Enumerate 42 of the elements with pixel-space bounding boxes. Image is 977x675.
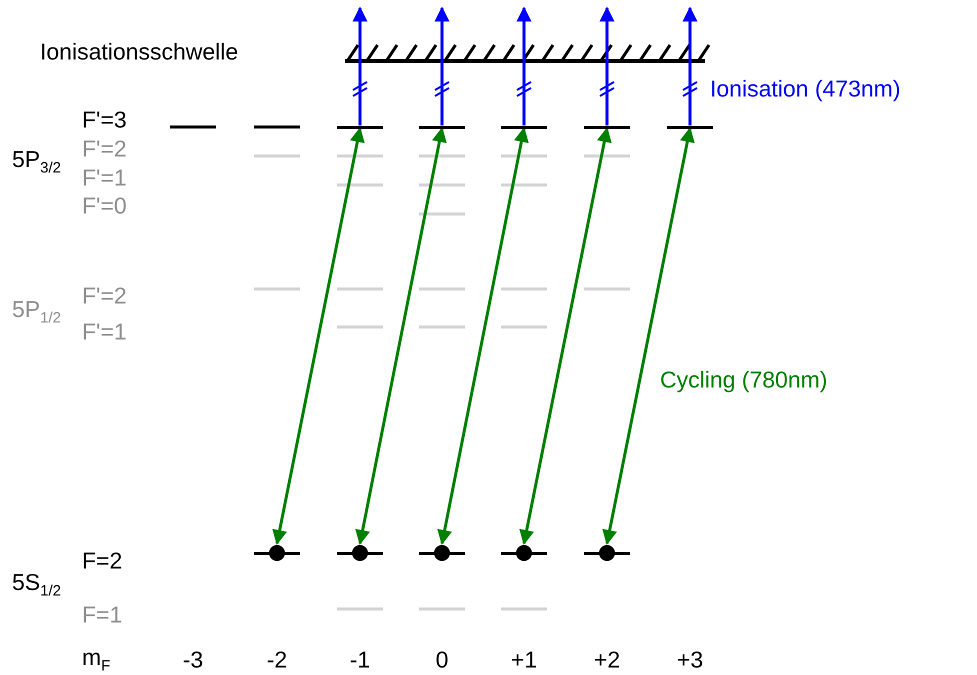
arrow [516,6,532,126]
term-label: 5P$_{3/2}$ [12,146,61,178]
transition-label: Ionisation (473nm) [710,76,900,102]
energy-level-line [419,552,465,554]
tick-label: +2 [594,647,620,673]
energy-level-line [584,552,630,554]
term-label: 5S$_{1/2}$ [12,570,61,600]
level-label: F'=2 [82,136,127,162]
energy-level-line [254,552,300,554]
tick-label: +1 [510,647,538,673]
transition-label: Cycling (780nm) [660,367,828,393]
energy-level-line [337,552,383,554]
level-label: F'=1 [82,319,127,345]
level-label: F=2 [82,548,122,574]
arrow [272,127,365,545]
energy-level-line [501,552,547,554]
tick-label: -2 [266,647,288,673]
arrow [352,6,368,126]
tick-label: -1 [350,647,370,673]
level-label: F'=0 [82,193,127,219]
arrow [437,127,529,545]
tick-label: -3 [182,647,204,673]
arrow [519,127,612,545]
level-label: F'=2 [82,283,127,309]
level-label: F=1 [82,602,122,628]
energy-level-line [501,126,547,128]
term-label: 5P$_{1/2}$ [12,296,61,328]
axis-label: m$_{F}$ [82,644,110,675]
level-label: F'=1 [82,165,127,191]
energy-level-line [419,126,465,128]
energy-level-line [584,126,630,128]
threshold-label: Ionisationsschwelle [40,39,238,65]
level-label: F'=3 [82,107,127,133]
arrow [355,127,447,545]
arrow [602,127,695,545]
tick-label: 0 [436,647,448,673]
energy-level-line [667,126,713,128]
arrow [682,6,698,126]
energy-level-line [337,126,383,128]
arrow [434,6,450,126]
tick-label: +3 [676,647,704,673]
arrow [600,6,614,126]
